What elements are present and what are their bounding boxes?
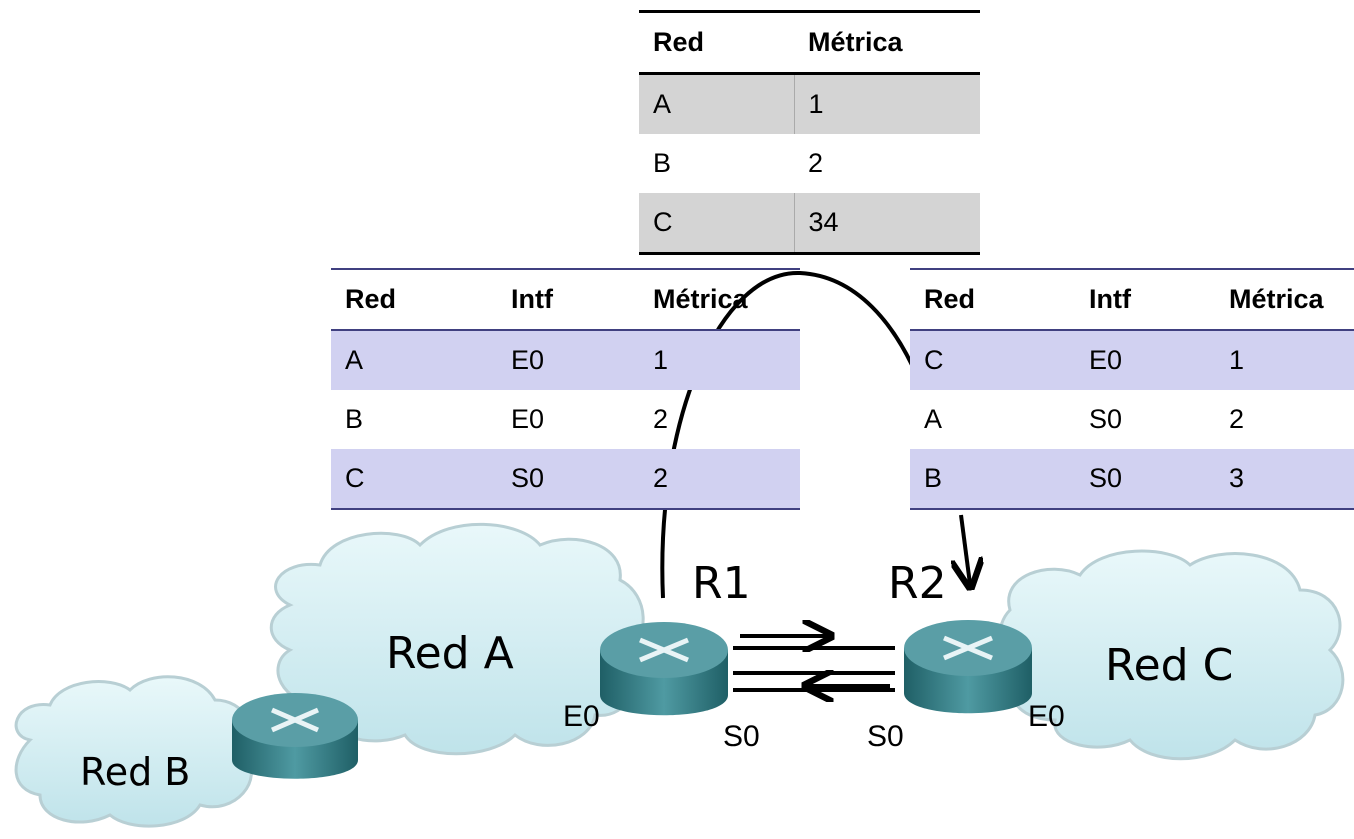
cell-red: A xyxy=(639,73,795,134)
label-r1: R1 xyxy=(692,558,751,609)
header-metrica: Métrica xyxy=(653,284,748,314)
cell-red: A xyxy=(331,330,497,390)
r2-routing-table: Red Intf Métrica C E0 1 A S0 2 B S0 3 xyxy=(910,268,1354,510)
cell-metrica: 2 xyxy=(653,404,669,434)
cell-metrica: 3 xyxy=(1215,449,1354,509)
header-red: Red xyxy=(653,27,705,57)
cell-red: C xyxy=(639,193,795,254)
header-intf: Intf xyxy=(1089,284,1131,314)
label-r2: R2 xyxy=(888,558,947,609)
router-r1 xyxy=(600,622,728,716)
label-red-c: Red C xyxy=(1105,640,1234,691)
cell-intf: S0 xyxy=(497,449,639,509)
label-red-a: Red A xyxy=(386,628,514,679)
label-r2-s0: S0 xyxy=(867,720,904,753)
cell-intf: S0 xyxy=(1089,404,1123,434)
label-r1-s0: S0 xyxy=(723,720,760,753)
cell-metrica: 2 xyxy=(639,449,800,509)
cell-metrica: 1 xyxy=(794,73,980,134)
cell-metrica: 2 xyxy=(808,148,824,178)
r1-routing-table: Red Intf Métrica A E0 1 B E0 2 C S0 2 xyxy=(331,268,800,510)
cell-intf: E0 xyxy=(1075,330,1215,390)
header-red: Red xyxy=(345,284,397,314)
header-red: Red xyxy=(924,284,976,314)
label-red-b: Red B xyxy=(80,750,191,794)
header-metrica: Métrica xyxy=(808,27,903,57)
header-intf: Intf xyxy=(511,284,553,314)
cell-red: A xyxy=(924,404,943,434)
cell-intf: E0 xyxy=(511,404,545,434)
label-r1-e0: E0 xyxy=(563,700,600,733)
cloud-red-c xyxy=(998,549,1345,761)
cell-red: B xyxy=(653,148,672,178)
cell-metrica: 1 xyxy=(1215,330,1354,390)
router-r2 xyxy=(904,620,1032,714)
cell-red: C xyxy=(910,330,1075,390)
cell-metrica: 2 xyxy=(1229,404,1245,434)
cell-intf: E0 xyxy=(497,330,639,390)
cell-red: B xyxy=(910,449,1075,509)
cell-metrica: 34 xyxy=(794,193,980,254)
arrow-down-r2 xyxy=(961,514,970,584)
cell-intf: S0 xyxy=(1075,449,1215,509)
header-metrica: Métrica xyxy=(1229,284,1324,314)
cell-metrica: 1 xyxy=(639,330,800,390)
cell-red: C xyxy=(331,449,497,509)
cell-red: B xyxy=(345,404,364,434)
label-r2-e0: E0 xyxy=(1028,700,1065,733)
router-red-b xyxy=(232,693,358,779)
top-routing-table: Red Métrica A 1 B 2 C 34 xyxy=(639,10,980,255)
